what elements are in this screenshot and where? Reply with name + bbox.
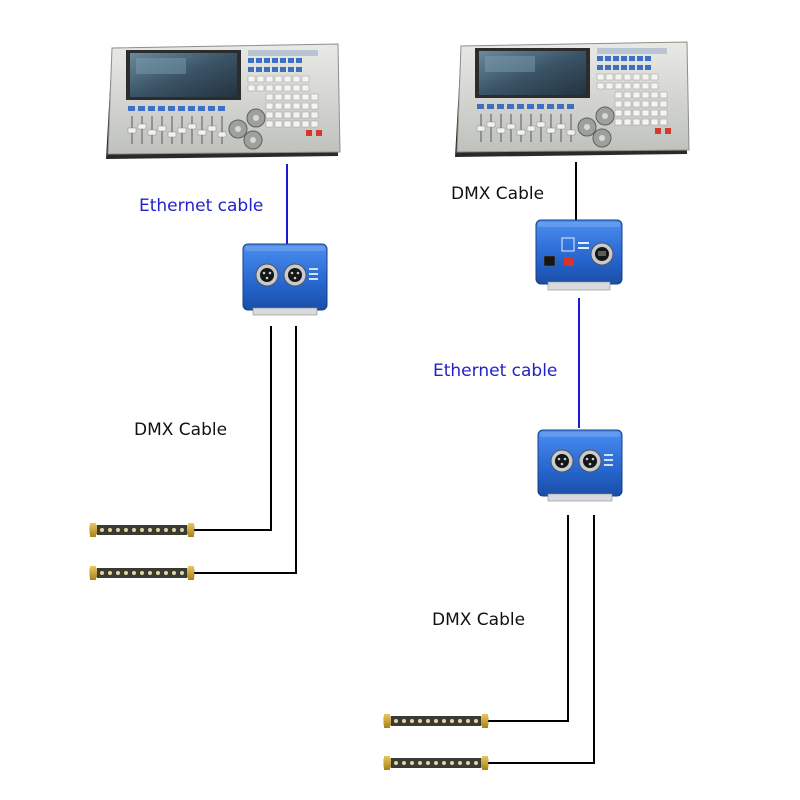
right-artnet-converter: [535, 219, 623, 291]
left-dmx-cable-2: [194, 326, 297, 574]
right-dmx-cable-1: [488, 515, 569, 722]
right-dmx-cable-2: [488, 515, 595, 764]
left-ethernet-label: Ethernet cable: [139, 196, 264, 216]
right-dmx-splitter-1: [383, 713, 489, 729]
left-dmx-label: DMX Cable: [134, 420, 228, 440]
right-lighting-console: [454, 41, 690, 158]
left-dmx-node: [242, 243, 328, 316]
right-dmx-node: [537, 429, 623, 502]
right-ethernet-label: Ethernet cable: [433, 361, 558, 381]
left-dmx-splitter-1: [89, 522, 195, 538]
right-bottom-dmx-label: DMX Cable: [432, 610, 526, 630]
left-dmx-cable-1: [194, 326, 272, 531]
left-dmx-splitter-2: [89, 565, 195, 581]
left-lighting-console: [105, 43, 341, 160]
right-dmx-splitter-2: [383, 755, 489, 771]
right-top-dmx-label: DMX Cable: [451, 184, 545, 204]
